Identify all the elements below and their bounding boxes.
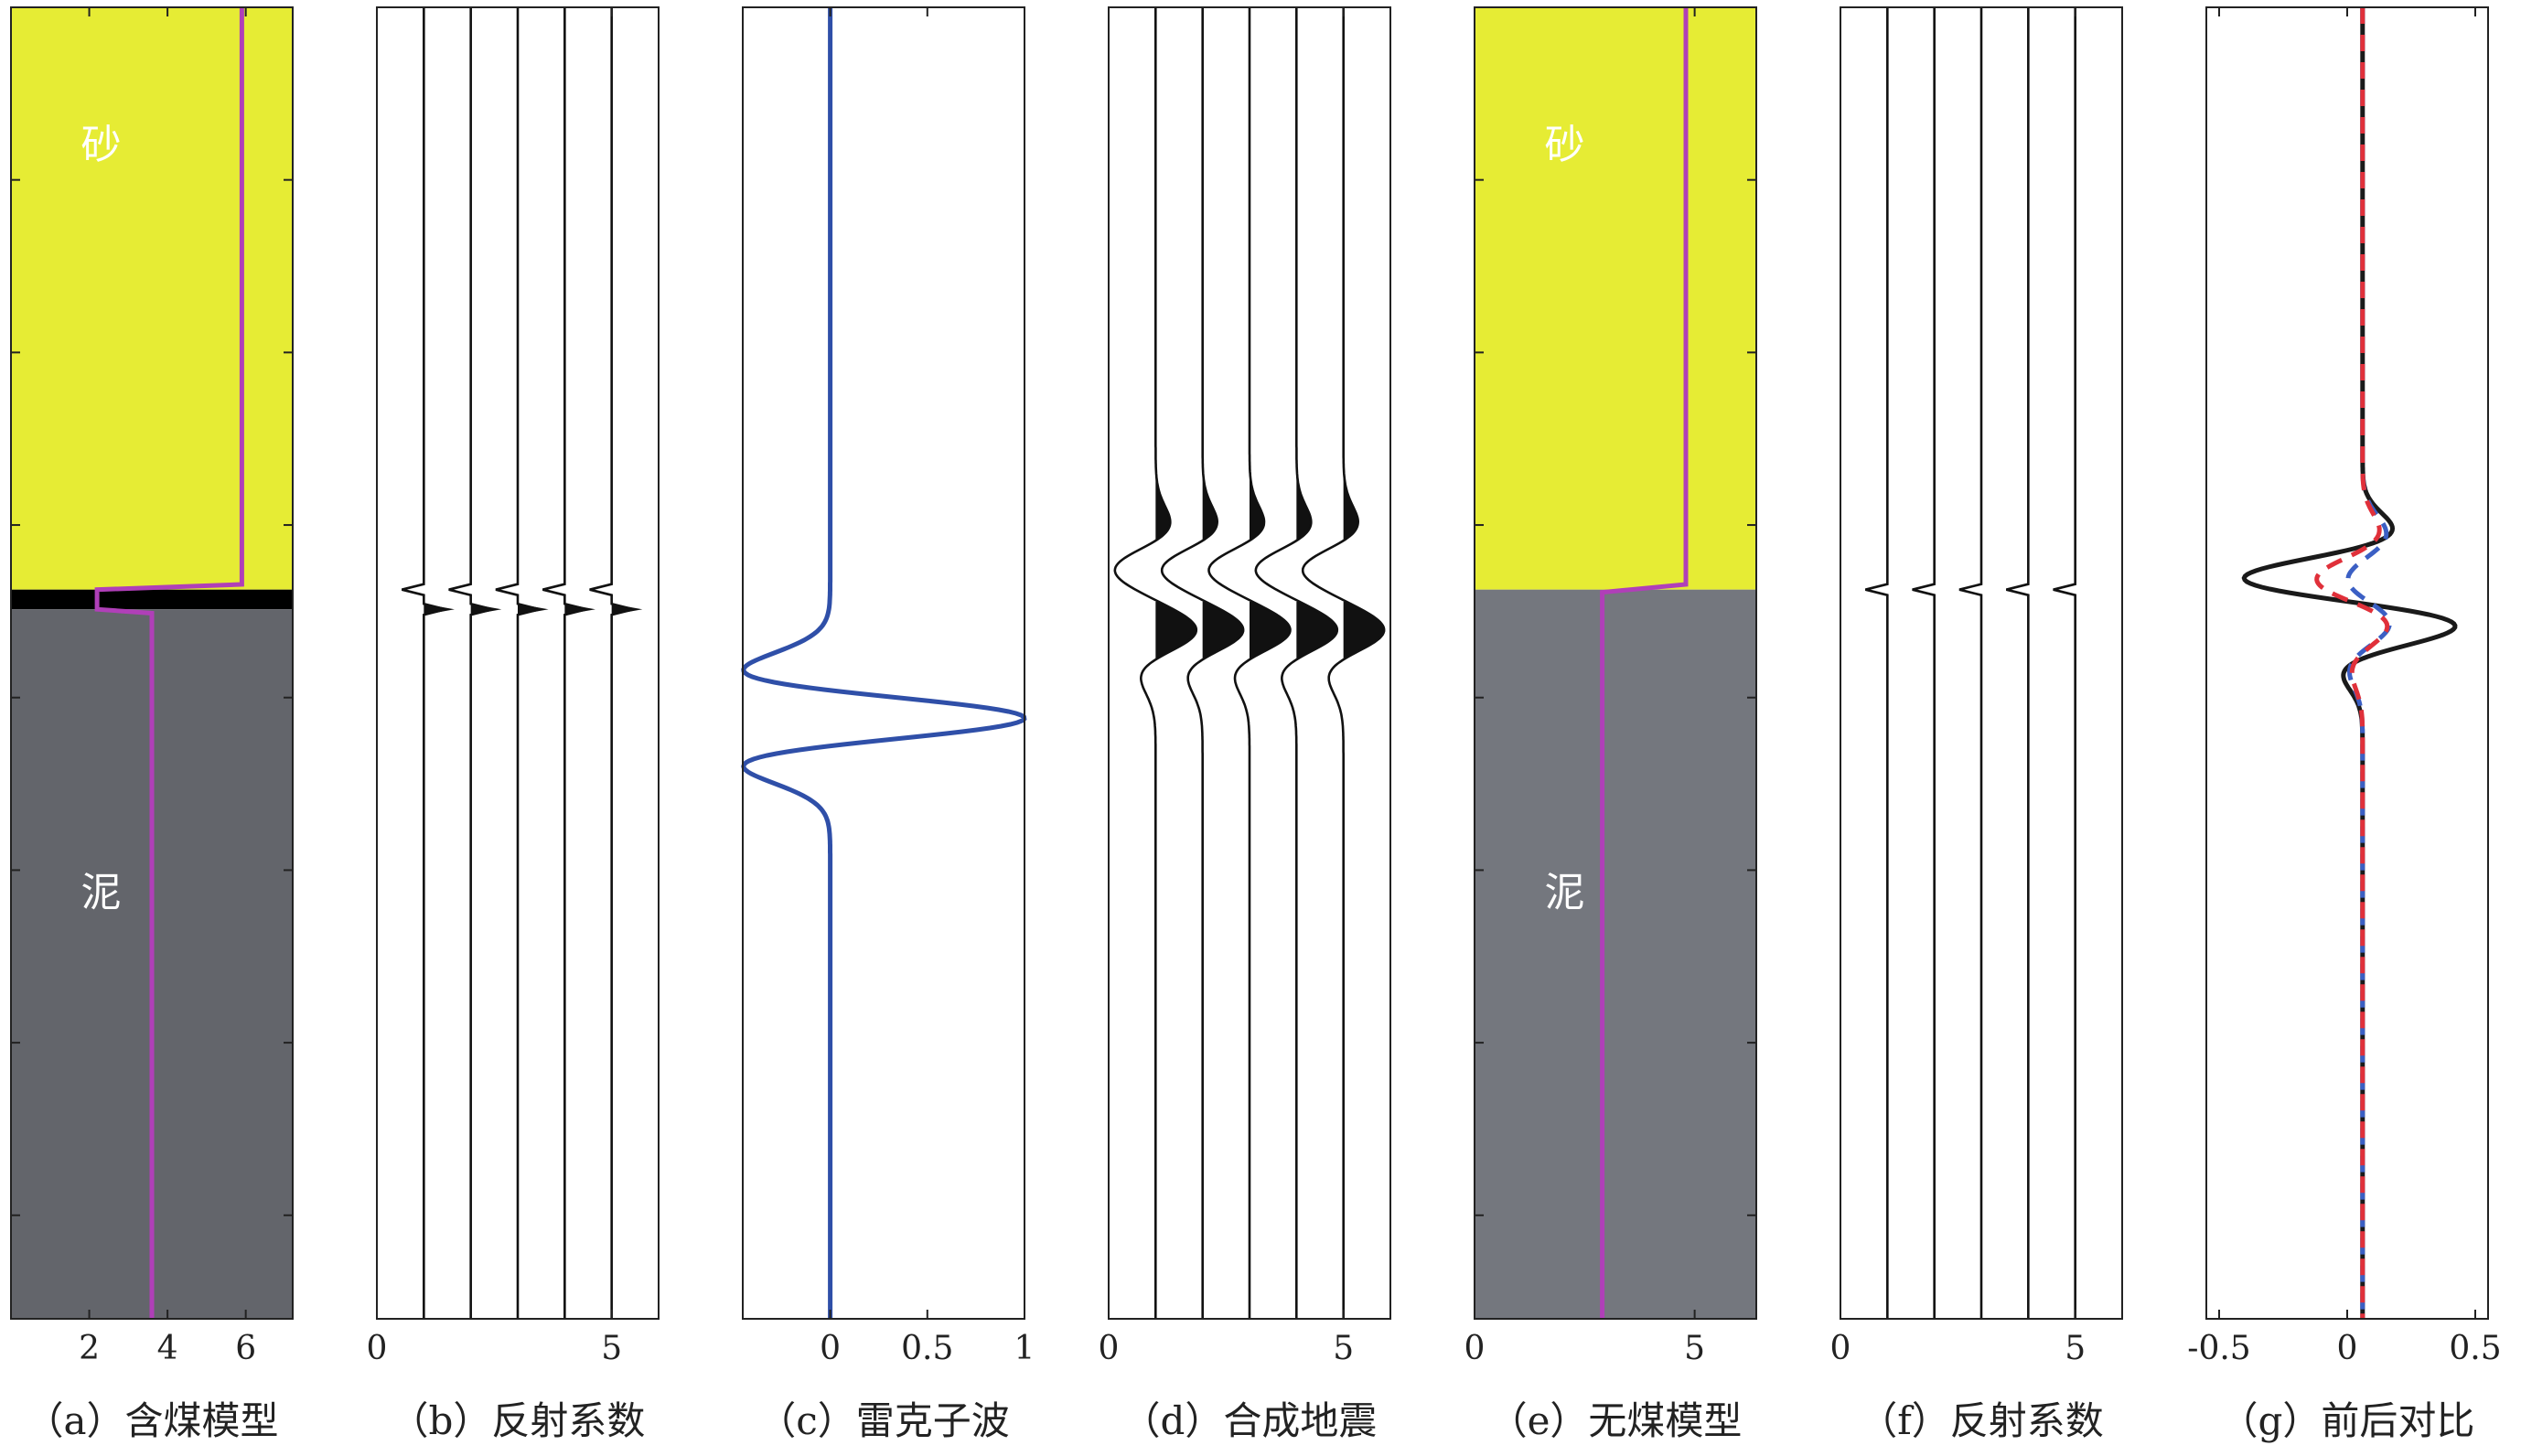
panel-g-before-after-comparison: -0.5 0 0.5 （g）前后对比 xyxy=(2187,6,2502,1443)
panel-b-trace-3 xyxy=(495,7,541,1319)
panel-b-trace-5-spike-1 xyxy=(611,604,643,616)
panel-f-trace-1 xyxy=(1865,7,1889,1319)
panel-e-plot-area xyxy=(1474,6,1757,1320)
panel-b-caption: （b）反射系数 xyxy=(391,1398,646,1443)
panel-e-layer-1 xyxy=(1475,589,1756,1319)
panel-b-tick-label: 5 xyxy=(601,1330,622,1367)
panel-g-x-axis: -0.5 0 0.5 xyxy=(2187,1330,2501,1367)
panel-d-synthetic-seismic: 0 5 （d）合成地震 xyxy=(1099,6,1391,1443)
panel-a-tick-label: 4 xyxy=(157,1330,178,1367)
panel-e-tick-label: 5 xyxy=(1684,1330,1705,1367)
panel-b-trace-2-spike-1 xyxy=(470,604,502,616)
panel-b-trace-5 xyxy=(589,7,634,1319)
panel-a-caption: （a）含煤模型 xyxy=(25,1398,278,1443)
panel-b-trace-3-spike-1 xyxy=(518,604,549,616)
panel-a-tick-label: 2 xyxy=(79,1330,100,1367)
panel-b-trace-1 xyxy=(402,7,446,1319)
panel-c-frame xyxy=(742,6,1025,1320)
panel-e-tick-label: 0 xyxy=(1464,1330,1486,1367)
panel-e-coal-free-model: 0 5 砂 泥 （e）无煤模型 xyxy=(1464,6,1757,1443)
panel-b-trace-1-spike-1 xyxy=(424,604,455,616)
panel-b-reflection-coefficient: 0 5 （b）反射系数 xyxy=(367,6,660,1443)
panel-d-trace-1 xyxy=(1113,7,1198,1319)
panel-d-plot-area xyxy=(1108,6,1391,1320)
panel-g-series-3 xyxy=(2314,7,2390,1319)
panel-d-trace-5-fill-1 xyxy=(1343,602,1385,660)
panel-g-series-1 xyxy=(2241,7,2458,1319)
panel-f-reflection-coefficient: 0 5 （f）反射系数 xyxy=(1830,6,2123,1443)
panel-a-x-axis: 2 4 6 xyxy=(79,1330,256,1367)
panel-e-x-axis: 0 5 xyxy=(1464,1330,1706,1367)
panel-e-caption: （e）无煤模型 xyxy=(1489,1398,1743,1443)
panel-e-layer-label-mud: 泥 xyxy=(1545,869,1585,915)
panel-c-tick-label: 0.5 xyxy=(901,1330,953,1367)
panel-c-ricker-wavelet: 0 0.5 1 （c）雷克子波 xyxy=(741,6,1035,1443)
panel-f-tick-label: 5 xyxy=(2065,1330,2086,1367)
panel-f-trace-5 xyxy=(2053,7,2076,1319)
panel-f-plot-area xyxy=(1840,6,2123,1320)
panel-d-trace-5 xyxy=(1301,7,1386,1319)
panel-g-tick-label: -0.5 xyxy=(2187,1330,2250,1367)
panel-d-trace-4 xyxy=(1254,7,1339,1319)
panel-g-frame xyxy=(2205,6,2489,1320)
panel-f-trace-3 xyxy=(1958,7,1983,1319)
panel-a-layer-1 xyxy=(11,589,293,610)
panel-d-x-axis: 0 5 xyxy=(1099,1330,1355,1367)
panel-b-plot-area xyxy=(376,6,660,1320)
panel-a-tick-label: 6 xyxy=(235,1330,256,1367)
panel-f-trace-2 xyxy=(1912,7,1936,1319)
panel-g-caption: （g）前后对比 xyxy=(2220,1398,2475,1443)
panel-a-layer-label-mud: 泥 xyxy=(81,869,122,915)
panel-c-wavelet-curve xyxy=(741,7,1027,1319)
panel-g-tick-label: 0.5 xyxy=(2449,1330,2501,1367)
panel-b-tick-label: 0 xyxy=(367,1330,388,1367)
panel-b-trace-2 xyxy=(448,7,493,1319)
panel-d-trace-4-fill-1 xyxy=(1296,602,1337,660)
panel-d-trace-2 xyxy=(1160,7,1245,1319)
panel-c-tick-label: 1 xyxy=(1014,1330,1035,1367)
panel-e-velocity-curve xyxy=(1600,7,1689,1319)
panel-f-x-axis: 0 5 xyxy=(1830,1330,2087,1367)
panel-c-tick-label: 0 xyxy=(820,1330,841,1367)
panel-d-caption: （d）合成地震 xyxy=(1122,1398,1378,1443)
panel-d-frame xyxy=(1108,6,1391,1320)
panel-d-tick-label: 5 xyxy=(1333,1330,1354,1367)
panel-c-x-axis: 0 0.5 1 xyxy=(820,1330,1035,1367)
panel-c-caption: （c）雷克子波 xyxy=(757,1398,1010,1443)
panel-e-layer-0 xyxy=(1475,7,1756,590)
panel-a-velocity-curve xyxy=(94,7,244,1319)
panel-a-frame xyxy=(10,6,294,1320)
panel-e-layer-label-sand: 砂 xyxy=(1545,122,1585,168)
panel-d-trace-1-fill-1 xyxy=(1155,602,1196,660)
panel-f-tick-label: 0 xyxy=(1830,1330,1851,1367)
panel-g-plot-area xyxy=(2205,6,2489,1320)
panel-d-tick-label: 0 xyxy=(1099,1330,1120,1367)
panel-a-plot-area xyxy=(10,6,294,1320)
panel-a-layer-label-sand: 砂 xyxy=(81,122,122,168)
panel-f-caption: （f）反射系数 xyxy=(1859,1398,2104,1443)
panel-b-frame xyxy=(376,6,660,1320)
panel-a-layer-0 xyxy=(11,7,293,590)
panel-b-x-axis: 0 5 xyxy=(367,1330,623,1367)
panel-d-trace-3-fill-1 xyxy=(1250,602,1291,660)
panel-f-trace-4 xyxy=(2006,7,2030,1319)
panel-d-trace-3 xyxy=(1207,7,1292,1319)
panel-f-frame xyxy=(1840,6,2123,1320)
panel-b-trace-4 xyxy=(542,7,587,1319)
panel-g-tick-label: 0 xyxy=(2337,1330,2358,1367)
panel-a-coal-model: 2 4 6 砂 泥 （a）含煤模型 xyxy=(10,6,294,1443)
panel-d-trace-2-fill-1 xyxy=(1202,602,1244,660)
panel-c-plot-area xyxy=(741,6,1027,1320)
panel-b-trace-4-spike-1 xyxy=(564,604,595,616)
panel-e-frame xyxy=(1474,6,1757,1320)
